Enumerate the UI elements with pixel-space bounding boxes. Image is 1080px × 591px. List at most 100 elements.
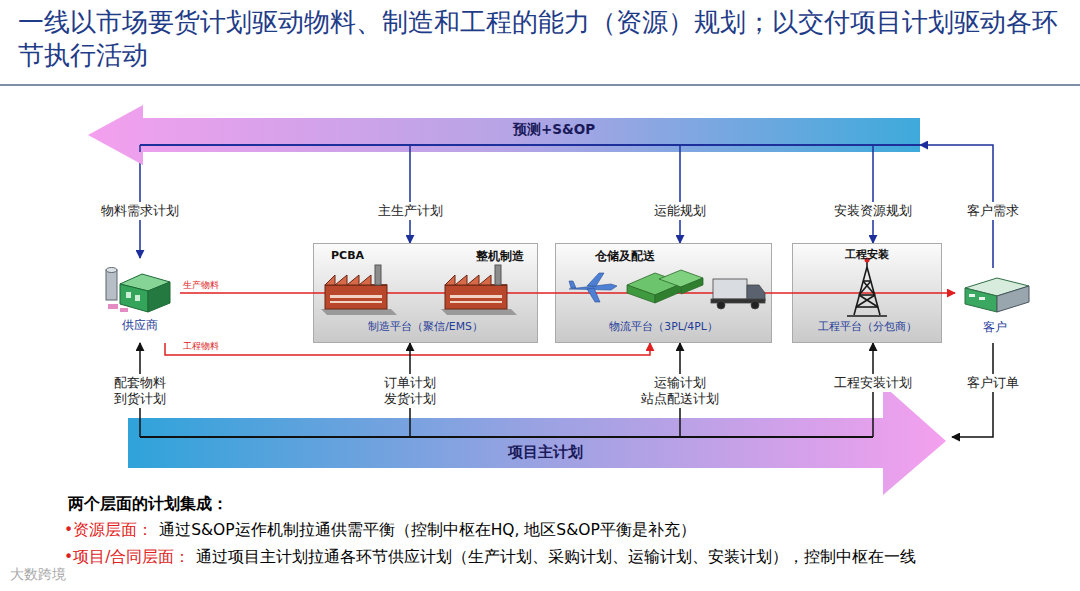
art-polygon [587, 288, 600, 302]
art-g [569, 273, 617, 302]
edge-label: 客户需求 [964, 202, 1022, 220]
art-rect [126, 292, 131, 298]
node-text: 物流平台（3PL/4PL） [555, 320, 772, 333]
art-rect [793, 244, 942, 343]
art-line [872, 145, 874, 152]
art-svg [128, 385, 948, 497]
note-bullet: •项目/合同层面： [64, 548, 190, 566]
supplier-node: 供应商 [100, 258, 180, 343]
flow-connector [180, 292, 955, 294]
art-g [627, 270, 703, 303]
node-text: 工程安装 [792, 248, 942, 261]
flow-connector [679, 152, 681, 243]
edge-label: 运能规划 [651, 202, 709, 220]
art-rect [375, 265, 381, 285]
art-line [679, 145, 681, 152]
art-rect [556, 244, 772, 343]
art-rect [330, 295, 382, 298]
note-heading: 两个层面的计划集成： [68, 494, 228, 514]
node-text: PCBA [331, 249, 364, 263]
art-line [856, 306, 878, 308]
flow-connector [409, 152, 411, 243]
art-rect [108, 304, 118, 309]
art-line [859, 281, 871, 295]
page-title: 一线以市场要货计划驱动物料、制造和工程的能力（资源）规划；以交付项目计划驱动各环… [18, 6, 1063, 72]
art-line [872, 418, 874, 437]
art-circle [751, 301, 759, 309]
note-text: 通过项目主计划拉通各环节供应计划（生产计划、采购计划、运输计划、安装计划），控制… [196, 548, 916, 566]
edge-label: 主生产计划 [375, 202, 446, 220]
art-line [140, 144, 920, 146]
node-text: 供应商 [100, 318, 180, 333]
art-rect [314, 244, 538, 343]
art-line [139, 418, 141, 437]
edge-label: 工程安装计划 [831, 374, 915, 392]
art-line [409, 145, 411, 152]
art-svg [88, 105, 920, 167]
art-ellipse [106, 268, 117, 273]
platform-box: 工程安装工程平台（分包商） [792, 243, 942, 343]
note-line: •项目/合同层面： 通过项目主计划拉通各环节供应计划（生产计划、采购计划、运输计划… [64, 546, 916, 568]
art-line [679, 418, 681, 437]
art-rect [979, 297, 985, 300]
art-rect [445, 285, 507, 309]
flow-connector [165, 343, 650, 355]
edge-label: 物料需求计划 [98, 202, 182, 220]
art-polygon [569, 281, 576, 288]
node-text: 整机制造 [476, 249, 524, 264]
art-rect [495, 265, 501, 285]
art-line [140, 436, 873, 438]
art-rect [120, 308, 128, 312]
node-text: 客户 [955, 320, 1035, 335]
art-polygon [128, 385, 946, 495]
art-svg [955, 268, 1035, 318]
node-text: 制造平台（聚信/EMS） [313, 320, 538, 333]
edge-label: 生产物料 [182, 280, 220, 291]
art-line [139, 145, 141, 152]
flow-connector [872, 152, 874, 243]
art-rect [325, 285, 387, 309]
art-rect [106, 270, 117, 300]
art-rect [713, 279, 747, 299]
project-plan-arrow-band: 项目主计划 [128, 385, 948, 497]
platform-box: PCBA 整机制造制造平台（聚信/EMS） [313, 243, 538, 343]
edge-label: 工程物料 [182, 341, 220, 352]
art-polygon [148, 282, 170, 312]
art-polygon [321, 309, 397, 315]
art-polygon [441, 309, 517, 315]
art-svg [100, 258, 180, 316]
edge-label: 订单计划 发货计划 [358, 374, 462, 408]
art-g [140, 145, 873, 152]
note-line: •资源层面： 通过S&OP运作机制拉通供需平衡（控制中枢在HQ, 地区S&OP平衡… [64, 519, 696, 541]
art-rect [330, 301, 382, 303]
node-text: 仓储及配送 [595, 249, 655, 264]
art-line [859, 294, 875, 296]
node-text: 预测+S&OP [188, 121, 920, 138]
art-rect [450, 301, 502, 303]
art-circle [717, 301, 725, 309]
art-polygon [120, 284, 148, 312]
watermark: 大数跨境 [10, 566, 66, 584]
art-polygon [965, 288, 997, 312]
node-text: 工程平台（分包商） [792, 320, 942, 333]
art-line [847, 315, 887, 317]
art-rect [969, 294, 975, 297]
art-g [321, 265, 397, 315]
edge-label: 配套物料 到货计划 [88, 374, 192, 408]
art-line [792, 292, 942, 294]
edge-label: 客户订单 [964, 374, 1022, 392]
art-polygon [627, 285, 655, 303]
art-rect [450, 295, 502, 298]
art-polygon [88, 105, 920, 165]
art-g [140, 418, 873, 437]
forecast-arrow-band: 预测+S&OP [88, 105, 920, 167]
art-g [847, 261, 887, 316]
note-text: 通过S&OP运作机制拉通供需平衡（控制中枢在HQ, 地区S&OP平衡是补充） [159, 521, 696, 539]
art-line [409, 418, 411, 437]
art-g [711, 279, 765, 309]
art-polygon [997, 286, 1029, 312]
title-rule [0, 84, 1080, 86]
note-bullet: •资源层面： [64, 521, 153, 539]
art-line [859, 295, 878, 307]
